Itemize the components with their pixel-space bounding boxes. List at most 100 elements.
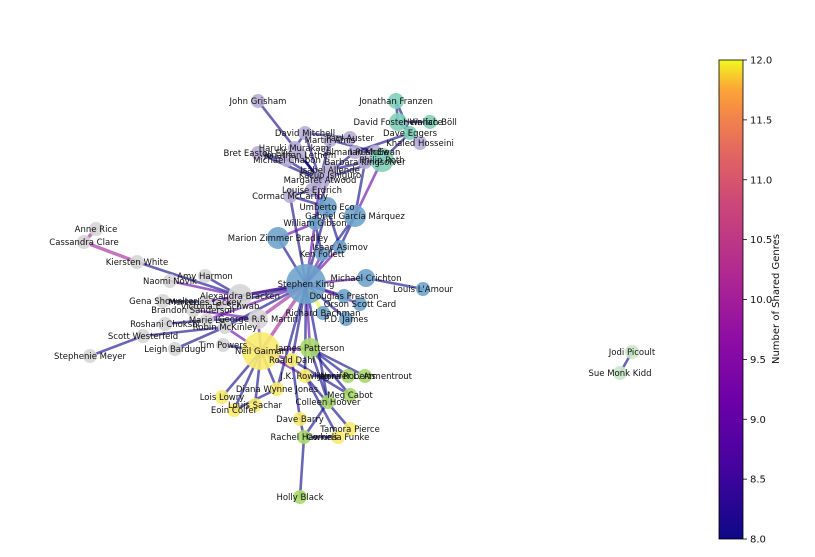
node-tim_powers [216,338,230,352]
node-jennifer_armentrout [358,369,372,383]
node-label-jonathan_franzen: Jonathan Franzen [358,97,433,107]
node-label-salman_rushdie: Salman Rushdie [321,148,389,158]
edge-roald_dahl-dave_barry [290,358,302,421]
node-label-louis_sachar: Louis Sachar [228,401,283,411]
node-label-michael_crichton: Michael Crichton [330,274,401,284]
node-label-dave_barry: Dave Barry [276,415,324,425]
node-alexandra_bracken [228,284,252,308]
node-khaled_hosseini [413,136,427,150]
node-label-david_foster_wallace: David Foster Wallace [353,118,442,128]
node-label-kazuo_ishiguro: Kazuo Ishiguro [299,171,361,181]
node-label-colleen_hoover: Colleen Hoover [296,398,361,408]
node-label-david_mitchell: David Mitchell [275,129,335,139]
node-marion_zimmer_bradley [267,227,289,249]
edge-leigh_bardugo-robin_mckinley [173,325,227,351]
node-label-alexandra_bracken: Alexandra Bracken [200,292,280,302]
node-jodi_picoult [625,345,639,359]
node-colleen_hoover [321,395,335,409]
node-label-brandon_sanderson: Brandon Sanderson [151,306,235,316]
node-label-umberto_eco: Umberto Eco [299,203,354,213]
node-meg_cabot [343,388,357,402]
node-label-amy_harmon: Amy Harmon [177,272,233,282]
node-pd_james [339,312,353,326]
node-naomi_novik [163,274,177,288]
node-dave_barry [293,412,307,426]
node-david_mitchell [298,126,312,140]
node-douglas_preston [337,289,351,303]
node-louis_lamour [416,282,430,296]
colorbar-tick-label: 10.5 [750,235,772,246]
node-philip_roth [370,148,394,172]
node-louis_sachar [248,398,262,412]
node-richard_bachman [316,306,330,320]
node-label-khaled_hosseini: Khaled Hosseini [386,139,454,149]
node-label-roshani_chokshi: Roshani Chokshi [130,320,200,330]
node-robin_mckinley [218,320,232,334]
node-label-ian_mcewan: Ian McEwan [350,148,401,158]
node-label-douglas_preston: Douglas Preston [309,292,378,302]
colorbar-tick-label: 9.5 [750,355,766,366]
node-label-victoria_schwab: Victoria E. Schwab [181,302,260,312]
node-jonathan_franzen [388,93,404,109]
node-orson_scott_card [353,297,367,311]
node-cormac_mccarthy [283,189,297,203]
node-label-orson_scott_card: Orson Scott Card [324,300,396,310]
node-layer [77,93,639,504]
node-label-stephen_king: Stephen King [278,280,335,290]
node-label-george_rr_martin: George R.R. Martin [218,315,298,325]
node-label-kiersten_white: Kiersten White [106,258,168,268]
node-label-tamora_pierce: Tamora Pierce [319,425,380,435]
edge-roshani_chokshi-marie_lu [163,318,209,326]
node-jk_rowling [298,369,312,383]
node-barbara_kingsolver [358,155,372,169]
node-label-mercedes_lackey: Mercedes Lackey [168,298,241,308]
node-label-gena_showalter: Gena Showalter [129,297,197,307]
node-holly_black [293,490,307,504]
node-cornelia_funke [331,430,345,444]
node-label-robin_mckinley: Robin McKinley [193,323,258,333]
node-amy_harmon [198,269,212,283]
edge-jk_rowling-cornelia_funke [303,374,340,439]
node-label-tim_powers: Tim Powers [198,341,248,351]
node-label-cormac_mccarthy: Cormac McCarthy [252,192,328,202]
node-label-holly_black: Holly Black [276,493,323,503]
edge-stephenie_meyer-scott_westerfeld [88,334,145,358]
node-tamora_pierce [343,422,357,436]
node-label-leigh_bardugo: Leigh Bardugo [144,345,205,355]
node-isaac_asimov [333,240,347,254]
node-jonathan_lethem [293,148,307,162]
node-label-isaac_asimov: Isaac Asimov [312,243,368,253]
node-george_rr_martin [248,309,268,329]
edge-dave_eggers-salman_rushdie [353,131,412,154]
colorbar-tick-label: 8.5 [750,475,766,486]
edge-colleen_hoover-rachel_hawkins [302,400,330,439]
node-martin_amis [323,133,337,147]
node-label-barbara_kingsolver: Barbara Kingsolver [324,158,406,168]
edge-gena_showalter-mercedes_lackey [161,299,207,304]
node-label-nora_roberts: Nora Roberts [320,372,376,382]
edge-rachel_hawkins-holly_black [298,435,306,499]
node-heinrich_boll [423,115,437,129]
node-stephenie_meyer [83,349,97,363]
node-david_foster_wallace [389,113,407,131]
edge-cassandra_clare-kiersten_white [82,240,139,264]
node-label-margaret_atwood: Margaret Atwood [284,176,357,186]
node-anne_rice [89,222,103,236]
colorbar-tick-label: 9.0 [750,415,766,426]
node-label-marie_lu: Marie Lu [189,316,225,326]
node-label-gabriel_garcia_marquez: Gabriel García Márquez [305,212,405,222]
node-label-philip_roth: Philip Roth [359,156,404,166]
node-dave_eggers [403,126,417,140]
node-paul_auster [343,131,357,145]
node-label-dave_eggers: Dave Eggers [383,129,438,139]
node-nora_roberts [341,369,355,383]
node-mercedes_lackey [198,295,212,309]
node-label-martin_amis: Martin Amis [305,136,356,146]
node-gabriel_garcia_marquez [344,205,366,227]
edge-james_patterson-meg_cabot [308,346,352,397]
colorbar-tick-label: 12.0 [750,56,772,67]
node-roshani_chokshi [158,317,172,331]
node-salman_rushdie [348,145,362,159]
